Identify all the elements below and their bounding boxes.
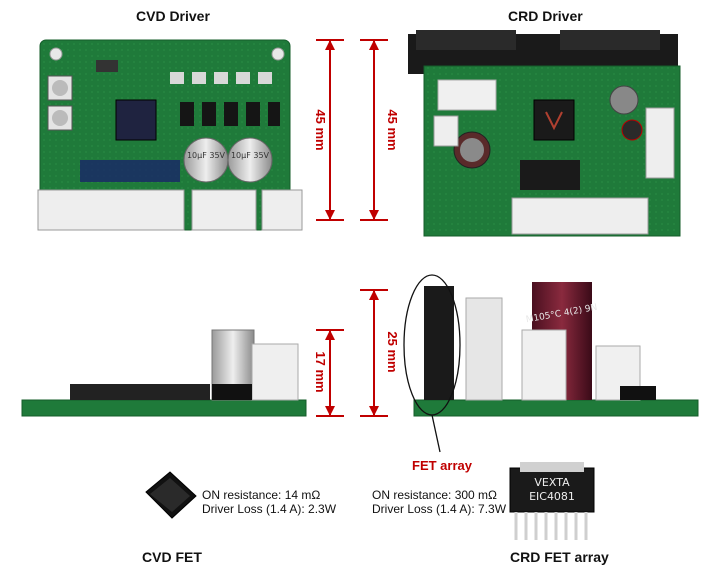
cvd-height-label: 45 mm <box>313 109 328 150</box>
crd-height-label: 45 mm <box>385 109 400 150</box>
fet-array-label: FET array <box>412 458 472 473</box>
capacitor-icon <box>453 131 491 169</box>
crd-driver-board-top <box>408 30 681 237</box>
crd-thickness-dimension: 25 mm <box>360 289 400 417</box>
controller-chip <box>533 99 575 141</box>
crd-thickness-label: 25 mm <box>385 331 400 372</box>
connector-icon <box>191 189 257 231</box>
connector-icon <box>511 197 649 235</box>
cvd-driver-board-side <box>21 329 307 417</box>
resistor-block <box>437 79 497 111</box>
cvd-driver-loss: Driver Loss (1.4 A): 2.3W <box>202 502 337 516</box>
cvd-on-resistance: ON resistance: 14 mΩ <box>202 488 321 502</box>
crd-driver-board-side: M105°C 4(2) 9N <box>413 282 699 417</box>
cvd-fet-chip <box>145 471 197 519</box>
connector-icon <box>261 189 303 231</box>
cvd-fet-title: CVD FET <box>142 549 202 565</box>
crd-fet-array-chip: VEXTA EIC4081 <box>509 462 595 540</box>
crd-driver-title: CRD Driver <box>508 8 583 24</box>
crd-fet-array-title: CRD FET array <box>510 549 609 565</box>
cvd-cap2-marking: 10μF 35V <box>231 151 270 160</box>
resistor-block <box>465 297 503 401</box>
microcontroller-chip <box>115 99 157 141</box>
fet-array-side <box>424 286 454 400</box>
fet-chip-line2: EIC4081 <box>529 490 575 503</box>
cvd-fet-specs: ON resistance: 14 mΩ Driver Loss (1.4 A)… <box>202 488 336 516</box>
cvd-thickness-dimension: 17 mm <box>313 329 344 417</box>
cvd-driver-board-top: 10μF 35V 10μF 35V <box>37 39 303 231</box>
cvd-cap1-marking: 10μF 35V <box>187 151 226 160</box>
crd-height-dimension: 45 mm <box>360 39 400 221</box>
fet-array-highlight <box>403 274 461 453</box>
connector-icon <box>645 107 675 179</box>
fet-chip-line1: VEXTA <box>534 476 570 489</box>
cvd-thickness-label: 17 mm <box>313 351 328 392</box>
crd-on-resistance: ON resistance: 300 mΩ <box>372 488 498 502</box>
capacitor-icon: 10μF 35V <box>183 137 229 183</box>
connector-icon <box>37 189 185 231</box>
crd-fet-specs: ON resistance: 300 mΩ Driver Loss (1.4 A… <box>372 488 506 516</box>
cvd-height-dimension: 45 mm <box>313 39 344 221</box>
capacitor-icon: 10μF 35V <box>227 137 273 183</box>
connector-icon <box>521 329 567 401</box>
crd-driver-loss: Driver Loss (1.4 A): 7.3W <box>372 502 507 516</box>
cvd-driver-title: CVD Driver <box>136 8 210 24</box>
connector-icon <box>251 343 299 401</box>
